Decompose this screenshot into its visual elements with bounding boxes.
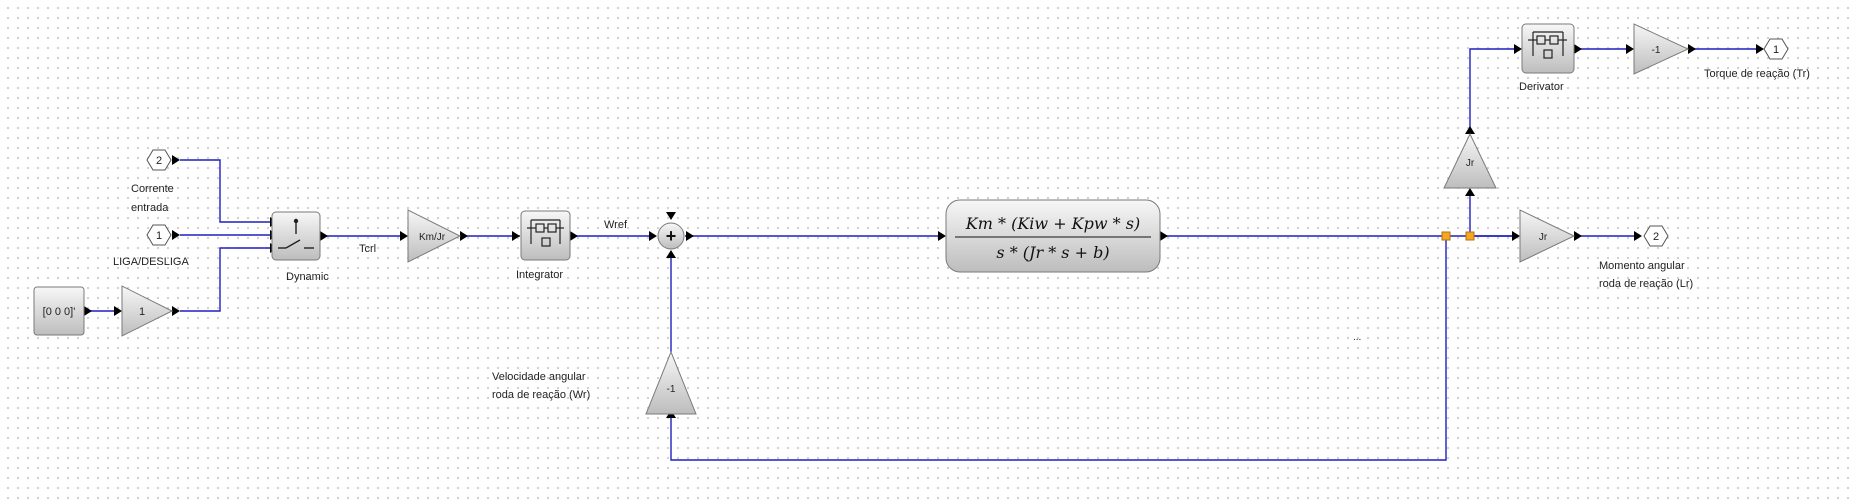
arrowheads bbox=[84, 44, 1764, 418]
dynamic-switch-block[interactable] bbox=[271, 211, 321, 261]
wref-label: Wref bbox=[604, 219, 628, 231]
arrow-integrator-out bbox=[570, 231, 578, 241]
arrow-kmjr-in bbox=[400, 231, 408, 241]
input-port-1-number: 1 bbox=[156, 230, 162, 242]
gain-one-block[interactable]: 1 bbox=[121, 285, 174, 337]
gain-neg1-top-value: -1 bbox=[1652, 45, 1661, 56]
output-port-2-number: 2 bbox=[1653, 231, 1659, 243]
gain-jr-right-block[interactable]: Jr bbox=[1519, 209, 1576, 263]
gain-kmjr-value: Km/Jr bbox=[419, 232, 446, 243]
derivator-block[interactable] bbox=[1521, 23, 1575, 74]
arrow-jr-up-in bbox=[1465, 188, 1475, 196]
arrow-tf-out bbox=[1160, 231, 1168, 241]
arrow-out2-in bbox=[1634, 231, 1642, 241]
output-port-1[interactable]: 1 bbox=[1763, 38, 1789, 60]
momento-label-line2: roda de reação (Lr) bbox=[1599, 278, 1693, 290]
wire-gain-to-dynamic[interactable] bbox=[180, 247, 270, 312]
input-port-1[interactable]: 1 bbox=[146, 224, 172, 246]
gain-jr-right-value: Jr bbox=[1539, 232, 1548, 243]
input-port-2[interactable]: 2 bbox=[146, 149, 172, 171]
arrow-sum-in-left bbox=[649, 231, 657, 241]
split-point-feedback[interactable] bbox=[1441, 231, 1451, 241]
constant-block[interactable]: [0 0 0]' bbox=[33, 286, 85, 336]
liga-desliga-label: LIGA/DESLIGA bbox=[113, 256, 189, 268]
integrator-block[interactable] bbox=[520, 210, 571, 261]
derivator-icon bbox=[1528, 31, 1567, 59]
velocidade-label-line2: roda de reação (Wr) bbox=[492, 389, 590, 401]
integrator-icon bbox=[527, 219, 564, 247]
tf-denominator: s * (Jr * s + b) bbox=[996, 243, 1109, 262]
arrow-in1-out bbox=[172, 230, 180, 240]
arrow-kmjr-out bbox=[460, 231, 468, 241]
corrente-label-line2: entrada bbox=[131, 202, 169, 214]
arrow-dynamic-out bbox=[320, 231, 328, 241]
arrow-const-out bbox=[84, 306, 92, 316]
sum-sign: + bbox=[666, 226, 677, 246]
arrow-integrator-in bbox=[512, 231, 520, 241]
output-port-2[interactable]: 2 bbox=[1643, 225, 1669, 247]
wires bbox=[86, 48, 1758, 461]
dynamic-label: Dynamic bbox=[286, 271, 329, 283]
arrow-sum-out bbox=[686, 231, 694, 241]
momento-label-line1: Momento angular bbox=[1599, 260, 1685, 272]
corrente-label-line1: Corrente bbox=[131, 183, 174, 195]
tcrl-label: Tcrl bbox=[359, 243, 376, 255]
wire-feedback-loop[interactable] bbox=[670, 236, 1447, 461]
integrator-label: Integrator bbox=[516, 269, 563, 281]
torque-label: Torque de reação (Tr) bbox=[1704, 68, 1810, 80]
gain-neg1-top-block[interactable]: -1 bbox=[1633, 23, 1690, 75]
arrow-jr-right-out bbox=[1574, 231, 1582, 241]
wire-in2-to-dynamic[interactable] bbox=[180, 159, 270, 223]
switch-icon bbox=[278, 218, 314, 249]
gain-one-value: 1 bbox=[139, 306, 145, 318]
derivator-label: Derivator bbox=[1519, 81, 1564, 93]
velocidade-label-line1: Velocidade angular bbox=[492, 371, 586, 383]
split-point-outputs[interactable] bbox=[1465, 231, 1475, 241]
sum-block[interactable]: + bbox=[657, 222, 685, 250]
arrow-derivator-in bbox=[1514, 44, 1522, 54]
tf-numerator: Km * (Kiw + Kpw * s) bbox=[965, 214, 1140, 233]
arrow-sum-in-bottom bbox=[666, 250, 676, 258]
input-port-2-number: 2 bbox=[156, 155, 162, 167]
transfer-function-block[interactable]: Km * (Kiw + Kpw * s) s * (Jr * s + b) bbox=[945, 199, 1161, 273]
gain-jr-up-block[interactable]: Jr bbox=[1443, 132, 1497, 189]
gain-jr-up-value: Jr bbox=[1466, 158, 1475, 169]
output-port-1-number: 1 bbox=[1773, 44, 1779, 56]
ellipsis-annotation: ... bbox=[1353, 332, 1361, 343]
arrow-neg1-top-in bbox=[1626, 44, 1634, 54]
gain-kmjr-block[interactable]: Km/Jr bbox=[407, 209, 462, 263]
arrow-neg1-top-out bbox=[1688, 44, 1696, 54]
arrow-jr-right-in bbox=[1512, 231, 1520, 241]
gain-neg1-feedback-block[interactable]: -1 bbox=[645, 350, 697, 415]
arrow-gain-one-out bbox=[172, 306, 180, 316]
arrow-in2-out bbox=[172, 155, 180, 165]
constant-value: [0 0 0]' bbox=[43, 306, 76, 318]
arrow-gain-one-in bbox=[114, 306, 122, 316]
wire-jr-up-to-derivator[interactable] bbox=[1469, 48, 1518, 130]
arrow-derivator-out-up bbox=[1465, 126, 1475, 134]
arrow-out1-in bbox=[1756, 44, 1764, 54]
arrow-tf-in bbox=[938, 231, 946, 241]
gain-neg1-feedback-value: -1 bbox=[667, 384, 676, 395]
arrow-sum-in-top bbox=[666, 212, 676, 220]
arrow-derivator-out bbox=[1574, 44, 1582, 54]
